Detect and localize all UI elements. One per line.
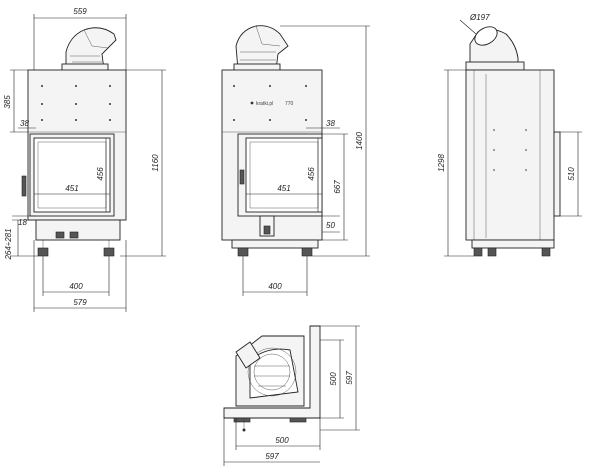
brand-suffix: 770 [285, 101, 294, 107]
dim-pipe-diameter: Ø197 [469, 13, 490, 22]
mid-foot-left [237, 247, 249, 257]
side-view: Ø197 1298 510 [437, 13, 582, 257]
plan-view: 500 597 500 597 [223, 325, 360, 466]
mid-dim-foot-spacing: 400 [268, 282, 282, 291]
dim-side-offset: 38 [20, 119, 29, 128]
dim-foot-spacing: 400 [69, 282, 83, 291]
front-view: 559 385 38 456 451 18 264÷281 1160 400 5… [3, 7, 166, 312]
front-view-branded: kratki.pl 770 38 456 451 667 1400 50 400 [221, 25, 370, 296]
mid-dim-offset: 38 [326, 119, 335, 128]
plan-dim-inner-width: 500 [275, 436, 289, 445]
front-foot-right [103, 247, 115, 257]
side-foot-mid [487, 247, 497, 257]
side-foot-right [541, 247, 551, 257]
dim-bottom-offset: 18 [18, 218, 27, 227]
mid-dim-window-width: 451 [277, 184, 290, 193]
side-panel [553, 131, 561, 217]
dim-total-height: 1160 [151, 154, 160, 172]
side-foot-left [473, 247, 483, 257]
mid-dim-to-window: 667 [333, 180, 342, 194]
dim-side-depth: 510 [567, 167, 576, 181]
mid-foot-right [301, 247, 313, 257]
mid-dim-total-height: 1400 [355, 132, 364, 150]
side-body [465, 69, 555, 241]
mid-flue-pipe [235, 25, 289, 71]
mid-dim-window-height: 456 [307, 167, 316, 181]
dim-base-width: 579 [73, 298, 87, 307]
front-door-handle[interactable] [21, 175, 27, 197]
front-glass [33, 137, 111, 213]
dim-window-width: 451 [65, 184, 78, 193]
dim-top-width: 559 [73, 7, 87, 16]
plan-dim-outer-width: 597 [265, 452, 279, 461]
dim-foot-range: 264÷281 [4, 228, 13, 260]
dim-side-height: 1298 [437, 154, 446, 172]
mid-glass [245, 137, 323, 213]
plan-dim-outer-height: 597 [345, 371, 354, 385]
mid-dim-bottom: 50 [326, 221, 335, 230]
brand-logo-icon [250, 101, 254, 105]
plan-flue [235, 341, 261, 369]
front-foot-left [37, 247, 49, 257]
brand-text: kratki.pl [256, 101, 273, 107]
plan-dim-inner-height: 500 [329, 372, 338, 386]
front-flue-pipe [65, 27, 117, 71]
dim-window-height: 456 [96, 167, 105, 181]
dim-upper-height: 385 [3, 95, 12, 109]
mid-door-handle[interactable] [239, 169, 245, 185]
